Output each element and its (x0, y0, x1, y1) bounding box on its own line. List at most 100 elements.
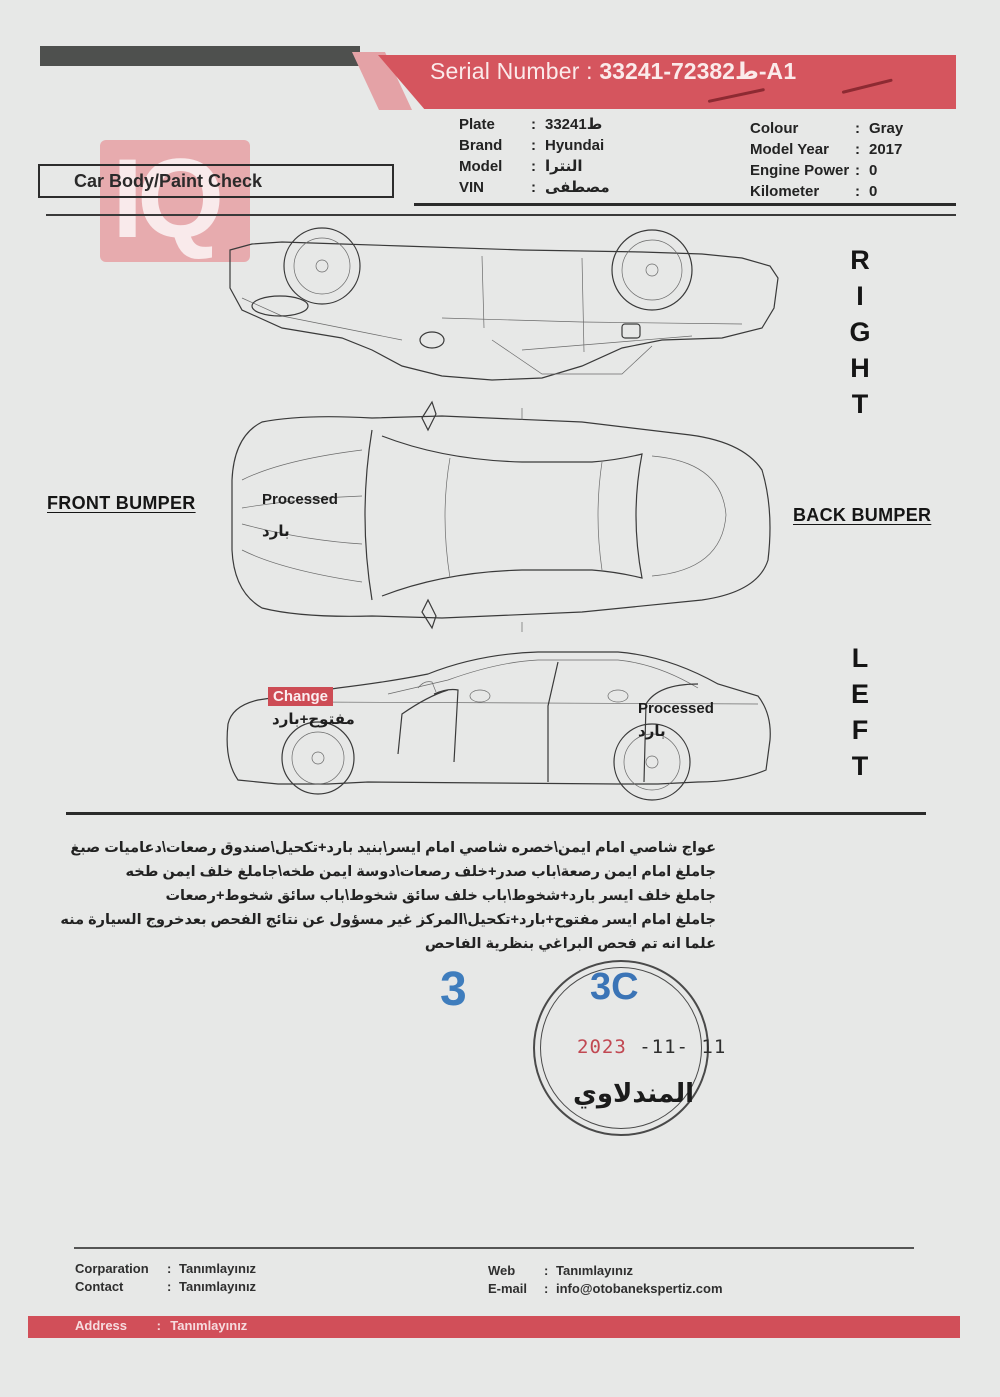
front-bumper-label: FRONT BUMPER (47, 493, 196, 513)
address: Address : Tanımlayınız (75, 1318, 247, 1333)
left-front-fender-change-badge: Change (268, 687, 334, 706)
notes-line: جاملغ امام ايسر مفتوح+بارد+تكحيل\المركز … (60, 912, 716, 928)
info-sep: : (531, 116, 536, 133)
inspection-notes: عواج شاصي امام ايمن\خصره شاصي امام ايسر\… (60, 836, 716, 956)
info-row-vin: VIN : مصطفى (459, 177, 610, 198)
address-bar (28, 1316, 960, 1338)
car-right-side-diagram (229, 227, 779, 381)
footer-row-web: Web : Tanımlayınız (488, 1262, 723, 1280)
left-rear-quarter-arabic-note: بارد (638, 723, 666, 740)
diagram-divider (66, 812, 926, 815)
footer-row-email: E-mail : info@otobanekspertiz.com (488, 1280, 723, 1298)
notes-line: جاملغ امام ايمن رصعة\باب صدر+خلف رصعات\د… (125, 864, 716, 880)
footer-label: E-mail (488, 1281, 528, 1296)
notes-line: علما انه تم فحص البراغي بنظرية الفاحص (424, 936, 716, 952)
footer-value: Tanımlayınız (179, 1261, 257, 1276)
left-letter: F (851, 715, 869, 745)
stamp-date-year: 2023 (577, 1036, 627, 1058)
right-side-label: R I G H T (845, 242, 875, 422)
info-sep: : (531, 158, 536, 175)
footer-sep: : (544, 1281, 549, 1296)
footer-label: Contact (75, 1279, 124, 1294)
footer-sep: : (167, 1261, 172, 1276)
info-sep: : (855, 162, 860, 179)
footer-label: Web (488, 1263, 516, 1278)
inspection-stamp (533, 960, 709, 1136)
stamp-date: 2023 -11- 11 (577, 1036, 726, 1058)
info-sep: : (855, 120, 860, 137)
footer-value: Tanımlayınız (556, 1263, 634, 1278)
header-gray-bar (40, 46, 360, 66)
left-letter: E (850, 679, 869, 709)
info-label: Brand (459, 137, 503, 154)
stamp-code: 3C (590, 966, 639, 1008)
info-row-kilometer: Kilometer : 0 (750, 181, 903, 202)
info-sep: : (855, 183, 860, 200)
right-letter: I (856, 281, 864, 311)
info-divider (414, 203, 956, 206)
info-value: 0 (869, 183, 878, 200)
serial-number-value: ط72382-33241-A1 (599, 58, 797, 84)
serial-number-label: Serial Number : (430, 58, 593, 84)
footer-value: Tanımlayınız (179, 1279, 257, 1294)
left-side-label: L E F T (845, 640, 875, 784)
footer-divider (74, 1247, 914, 1249)
info-value: 2017 (869, 141, 903, 158)
notes-line: جاملغ خلف ايسر بارد+شخوط\باب خلف سائق شخ… (165, 888, 716, 904)
info-row-model-year: Model Year : 2017 (750, 139, 903, 160)
header-red-bar (378, 55, 956, 109)
info-label: Colour (750, 120, 799, 137)
hood-status: Processed (262, 491, 338, 508)
stamp-inner-ring (540, 967, 702, 1129)
info-row-model: Model : النترا (459, 156, 610, 177)
address-value: Tanımlayınız (170, 1318, 248, 1333)
back-bumper-label: BACK BUMPER (793, 505, 932, 525)
left-rear-quarter-status: Processed (638, 700, 714, 717)
info-label: Engine Power (750, 162, 850, 179)
car-left-side-diagram (226, 651, 771, 801)
vehicle-info-left: Plate : ط33241 Brand : Hyundai Model : ا… (459, 114, 610, 198)
watermark-text: IQ (112, 140, 224, 261)
section-title-box (38, 164, 394, 198)
left-letter: T (851, 751, 869, 781)
notes-line: عواج شاصي امام ايمن\خصره شاصي امام ايسر\… (70, 840, 716, 856)
section-divider (46, 214, 956, 216)
info-label: Plate (459, 116, 495, 133)
info-value: 0 (869, 162, 878, 179)
serial-number: Serial Number : ط72382-33241-A1 (430, 58, 796, 85)
info-label: Kilometer (750, 183, 820, 200)
info-label: Model Year (750, 141, 829, 158)
vehicle-info-right: Colour : Gray Model Year : 2017 Engine P… (750, 118, 903, 202)
stamp-date-rest: -11- 11 (639, 1036, 727, 1058)
address-label: Address (75, 1318, 128, 1333)
info-value: Hyundai (545, 137, 605, 154)
footer-row-corporation: Corparation : Tanımlayınız (75, 1260, 256, 1278)
right-letter: R (850, 245, 870, 275)
info-value: النترا (545, 158, 583, 175)
right-letter: T (851, 389, 869, 419)
info-sep: : (855, 141, 860, 158)
info-sep: : (531, 179, 536, 196)
info-value: ط33241 (545, 116, 603, 133)
footer-sep: : (544, 1263, 549, 1278)
left-front-fender-arabic-note: مفتوح+بارد (272, 711, 355, 728)
footer-left: Corparation : Tanımlayınız Contact : Tan… (75, 1260, 256, 1296)
info-label: VIN (459, 179, 485, 196)
info-row-colour: Colour : Gray (750, 118, 903, 139)
handwritten-number: 3 (440, 963, 467, 1016)
info-sep: : (531, 137, 536, 154)
stamp-signature-name: المندلاوي (573, 1078, 695, 1108)
info-row-plate: Plate : ط33241 (459, 114, 610, 135)
info-value: مصطفى (545, 179, 610, 196)
footer-right: Web : Tanımlayınız E-mail : info@otobane… (488, 1262, 723, 1298)
hood-arabic-note: بارد (262, 523, 290, 540)
address-sep: : (156, 1318, 161, 1333)
info-label: Model (459, 158, 503, 175)
footer-email-link[interactable]: info@otobanekspertiz.com (556, 1281, 723, 1296)
section-title: Car Body/Paint Check (74, 171, 263, 191)
info-row-engine-power: Engine Power : 0 (750, 160, 903, 181)
iq-watermark-logo: IQ (100, 140, 250, 262)
footer-label: Corparation (75, 1261, 149, 1276)
right-letter: H (850, 353, 870, 383)
info-row-brand: Brand : Hyundai (459, 135, 610, 156)
